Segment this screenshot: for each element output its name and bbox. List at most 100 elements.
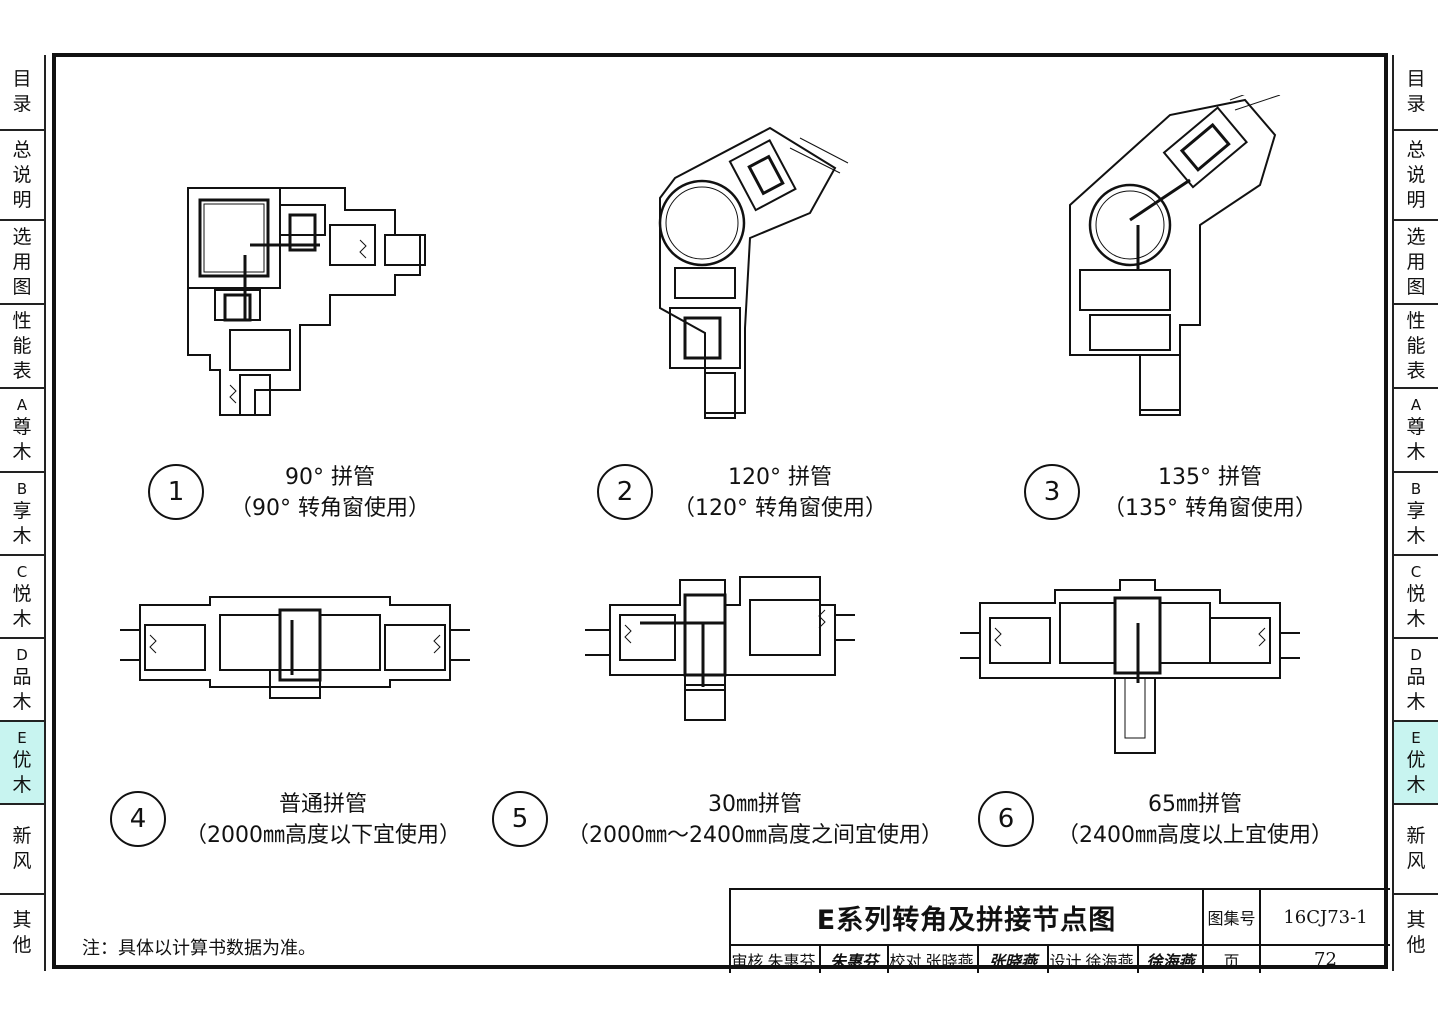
tab-char: 木: [1406, 773, 1426, 796]
tab-contents[interactable]: 目 录: [1392, 55, 1438, 131]
detail-title: 120° 拼管: [728, 465, 832, 490]
drawing-title: E系列转角及拼接节点图: [729, 888, 1202, 944]
detail-120-joint-drawing: [650, 118, 850, 423]
detail-number-5: 5: [492, 791, 548, 847]
tab-selection-chart[interactable]: 选 用 图: [0, 221, 46, 305]
detail-title: 135° 拼管: [1158, 465, 1262, 490]
title-block: E系列转角及拼接节点图 图集号 16CJ73-1 审核 朱惠芬 朱惠芬 校对 张…: [729, 888, 1390, 973]
tab-char: 用: [1406, 250, 1426, 273]
tab-series-d[interactable]: D 品 木: [1392, 639, 1438, 722]
tab-code: D: [1410, 645, 1422, 664]
detail-subtitle: （2400㎜高度以上宜使用）: [1057, 823, 1333, 848]
detail-subtitle: （120° 转角窗使用）: [673, 496, 887, 521]
detail-number-4: 4: [110, 791, 166, 847]
detail-30mm-mullion-drawing: [585, 575, 855, 725]
tab-series-e[interactable]: E 优 木: [0, 722, 46, 805]
tab-fresh-air[interactable]: 新 风: [1392, 805, 1438, 895]
tab-char: 性: [1406, 309, 1426, 332]
detail-caption-6: 65㎜拼管 （2400㎜高度以上宜使用）: [1045, 789, 1345, 851]
tab-others[interactable]: 其 他: [1392, 895, 1438, 971]
tab-series-d[interactable]: D 品 木: [0, 639, 46, 722]
tab-char: 新: [12, 825, 32, 847]
tab-code: A: [1410, 396, 1422, 414]
tab-char: 表: [12, 359, 32, 382]
tab-char: 能: [12, 334, 32, 357]
detail-title: 90° 拼管: [285, 465, 375, 490]
tab-series-e[interactable]: E 优 木: [1392, 722, 1438, 805]
tab-char: 尊: [1406, 416, 1426, 438]
tab-char: 优: [12, 748, 32, 771]
tab-performance-table[interactable]: 性 能 表: [1392, 305, 1438, 389]
detail-number-6: 6: [978, 791, 1034, 847]
tab-char: 木: [1406, 607, 1426, 630]
tab-char: 其: [12, 909, 32, 931]
tab-char: 风: [12, 850, 32, 872]
tab-char: 品: [12, 665, 32, 688]
tab-code: E: [17, 728, 27, 747]
tab-performance-table[interactable]: 性 能 表: [0, 305, 46, 389]
detail-number-text: 3: [1043, 477, 1061, 507]
tab-char: 木: [12, 690, 32, 713]
drawing-frame: [52, 53, 1388, 969]
atlas-number: 16CJ73-1: [1259, 888, 1390, 944]
tab-series-a[interactable]: A 尊 木: [1392, 389, 1438, 473]
tab-contents[interactable]: 目 录: [0, 55, 46, 131]
tab-char: 明: [1406, 188, 1426, 211]
page-number: 72: [1259, 944, 1390, 973]
detail-number-text: 6: [997, 804, 1015, 834]
detail-number-3: 3: [1024, 464, 1080, 520]
tab-char: 能: [1406, 334, 1426, 357]
tab-char: 他: [12, 934, 32, 956]
designer-signature: 徐海燕: [1137, 944, 1202, 973]
tab-char: 录: [12, 93, 32, 115]
detail-subtitle: （2000㎜～2400㎜高度之间宜使用）: [567, 823, 943, 848]
designer-name: 徐海燕: [1082, 944, 1137, 973]
tab-char: 木: [1406, 524, 1426, 547]
tab-char: 目: [12, 68, 32, 90]
tab-char: 新: [1406, 825, 1426, 847]
tab-char: 悦: [12, 582, 32, 605]
tab-series-b[interactable]: B 享 木: [1392, 473, 1438, 556]
tab-series-b[interactable]: B 享 木: [0, 473, 46, 556]
tab-char: 选: [1406, 225, 1426, 248]
detail-caption-3: 135° 拼管 （135° 转角窗使用）: [1090, 462, 1330, 524]
tab-series-c[interactable]: C 悦 木: [1392, 556, 1438, 639]
tab-char: 风: [1406, 850, 1426, 872]
tab-code: A: [16, 396, 28, 414]
tab-char: 选: [12, 225, 32, 248]
tab-char: 明: [12, 188, 32, 211]
tab-char: 木: [1406, 690, 1426, 713]
detail-number-1: 1: [148, 464, 204, 520]
tab-char: 其: [1406, 909, 1426, 931]
tab-code: B: [1410, 479, 1422, 498]
detail-caption-2: 120° 拼管 （120° 转角窗使用）: [660, 462, 900, 524]
tab-char: 他: [1406, 934, 1426, 956]
detail-caption-4: 普通拼管 （2000㎜高度以下宜使用）: [178, 789, 468, 851]
tab-char: 目: [1406, 68, 1426, 90]
tab-char: 总: [1406, 138, 1426, 161]
detail-90-joint-drawing: [180, 180, 430, 420]
tab-selection-chart[interactable]: 选 用 图: [1392, 221, 1438, 305]
detail-title: 65㎜拼管: [1148, 792, 1242, 817]
detail-title: 普通拼管: [278, 792, 367, 817]
tab-others[interactable]: 其 他: [0, 895, 46, 971]
tab-general-notes[interactable]: 总 说 明: [1392, 131, 1438, 221]
tab-fresh-air[interactable]: 新 风: [0, 805, 46, 895]
tab-general-notes[interactable]: 总 说 明: [0, 131, 46, 221]
tab-char: 木: [12, 524, 32, 547]
tab-char: 表: [1406, 359, 1426, 382]
tab-char: 录: [1406, 93, 1426, 115]
tab-code: E: [1411, 728, 1421, 747]
tab-char: 用: [12, 250, 32, 273]
page-label: 页: [1202, 944, 1259, 973]
tab-series-a[interactable]: A 尊 木: [0, 389, 46, 473]
design-label: 设计: [1047, 944, 1082, 973]
detail-number-text: 4: [129, 804, 147, 834]
tab-series-c[interactable]: C 悦 木: [0, 556, 46, 639]
tab-char: 性: [12, 309, 32, 332]
tab-char: 总: [12, 138, 32, 161]
detail-135-joint-drawing: [1060, 95, 1290, 425]
tab-char: 优: [1406, 748, 1426, 771]
detail-number-2: 2: [597, 464, 653, 520]
detail-65mm-mullion-drawing: [960, 578, 1300, 758]
